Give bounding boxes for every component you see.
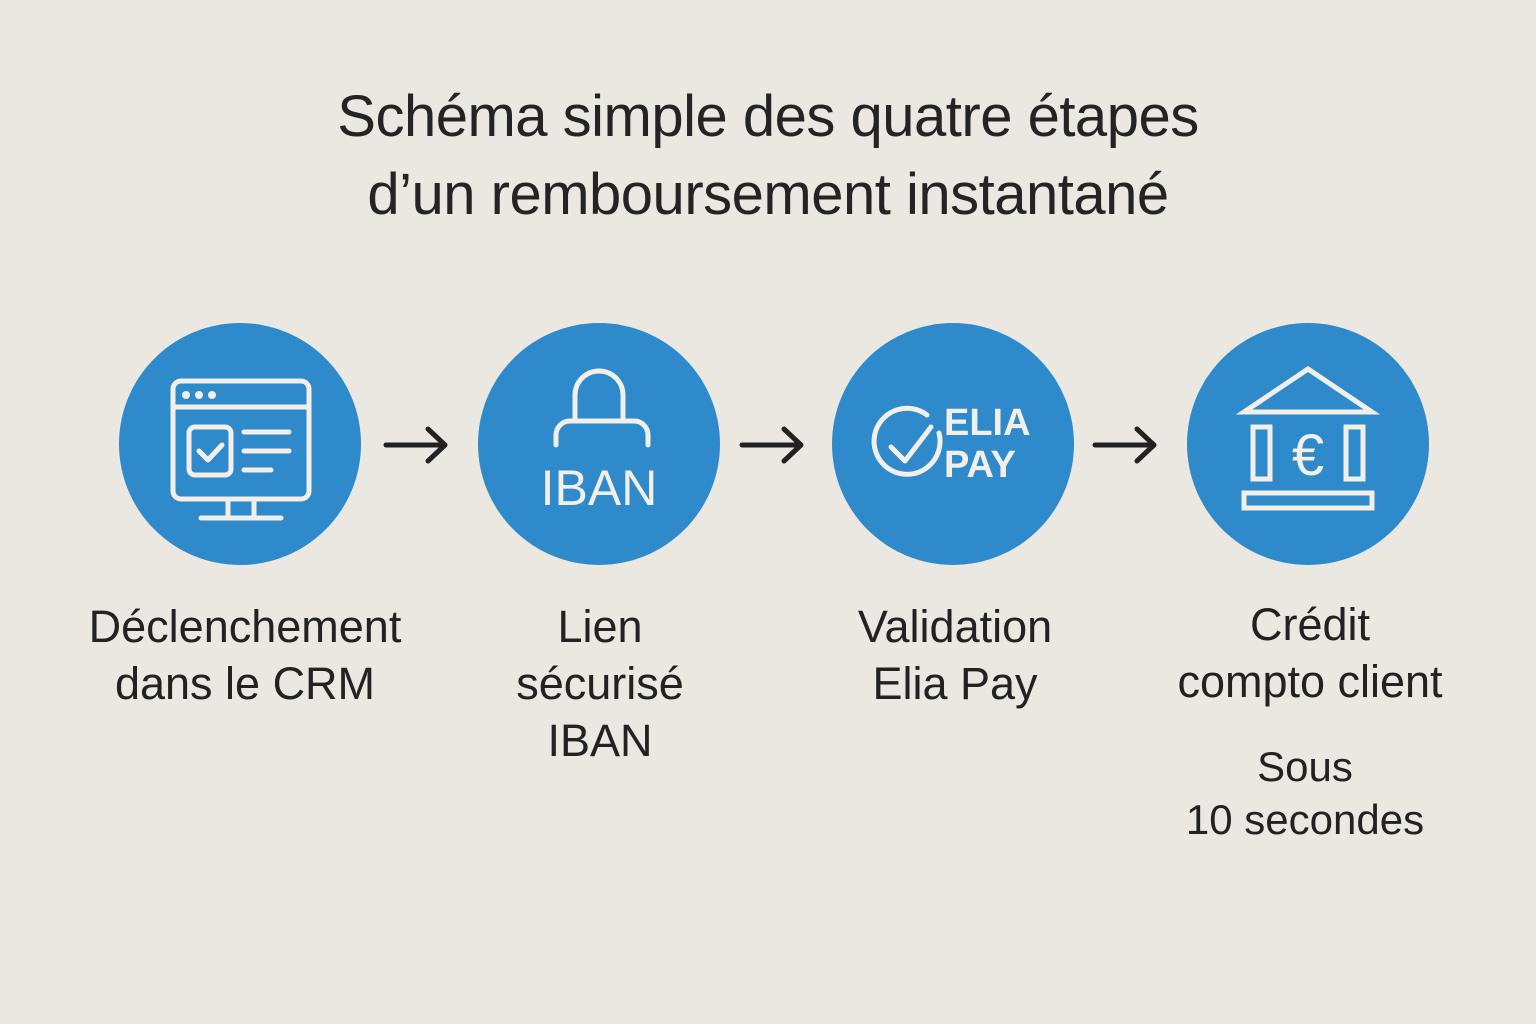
arrow-right-icon [739, 426, 804, 464]
step-3-circle: ELIA PAY [832, 323, 1074, 565]
arrow-right-icon [383, 426, 448, 464]
title-line-1: Schéma simple des quatre étapes [337, 84, 1199, 149]
padlock-icon: IBAN [541, 368, 658, 516]
title-line-2: d’un remboursement instantané [367, 162, 1169, 227]
padlock-icon-label: IBAN [541, 460, 658, 516]
step-2-label: Lien sécurisé IBAN [516, 601, 684, 766]
pay-text: PAY [944, 444, 1016, 486]
step-4-label: Crédit compto client [1177, 599, 1443, 707]
step-1-circle [119, 323, 361, 565]
step-2-circle: IBAN [478, 323, 720, 565]
arrow-right-icon [1092, 426, 1157, 464]
step-4-duration: Sous 10 secondes [1185, 743, 1425, 843]
bank-euro-icon: € [1235, 365, 1381, 511]
euro-symbol: € [1292, 423, 1324, 488]
diagram-title: Schéma simple des quatre étapes d’un rem… [0, 78, 1536, 234]
step-3-label: Validation Elia Pay [857, 601, 1053, 709]
step-4-circle: € [1187, 323, 1429, 565]
check-circle-icon: ELIA PAY [871, 402, 1031, 486]
elia-text: ELIA [944, 402, 1031, 444]
step-1-label: Déclenchement dans le CRM [88, 601, 402, 709]
monitor-checklist-icon [170, 378, 312, 521]
